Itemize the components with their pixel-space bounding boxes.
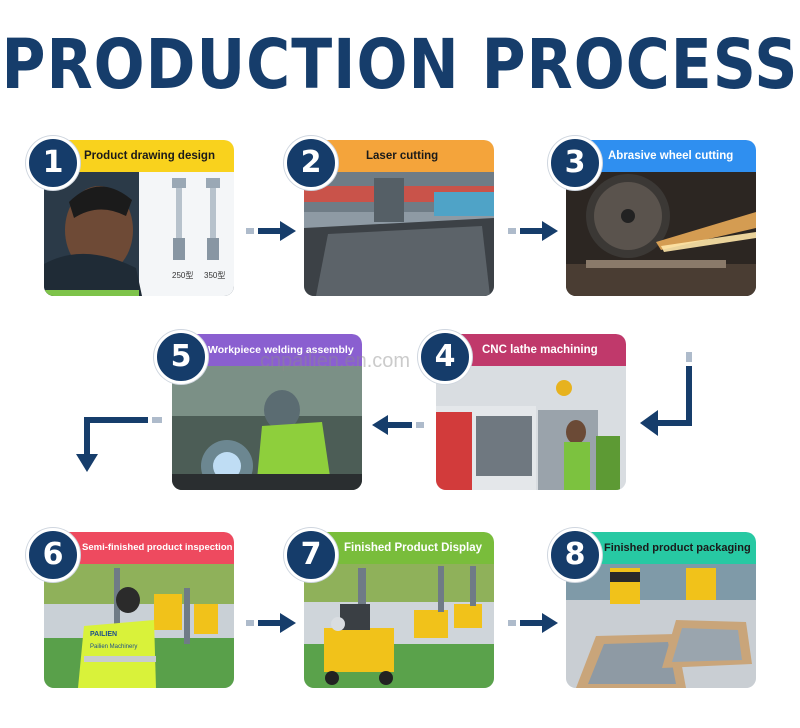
step-photo-welding — [172, 366, 362, 490]
step-label: Semi-finished product inspection — [82, 542, 233, 553]
step-number-badge: 2 — [284, 136, 338, 190]
step-banner: Finished product packaging — [566, 532, 756, 564]
step-photo-design: 250型 350型 — [44, 172, 234, 296]
step-photo-inspection: PAILIEN Pailien Machinery — [44, 564, 234, 688]
step-card-5: Workpiece welding assembly — [172, 334, 362, 490]
step-label: Abrasive wheel cutting — [608, 150, 734, 162]
step-photo-laser — [304, 172, 494, 296]
step-photo-packaging — [566, 564, 756, 688]
arrow-right-icon — [246, 221, 296, 241]
arrow-right-icon — [508, 613, 558, 633]
vest-brand-text: PAILIEN — [90, 631, 117, 638]
vest-company-text: Pailien Machinery — [90, 644, 137, 650]
step-label: Laser cutting — [366, 150, 439, 162]
arrow-left-down-icon — [76, 417, 162, 472]
step-card-1: Product drawing design 250型 350型 — [44, 140, 234, 296]
page-title: PRODUCTION PROCESS — [1, 24, 799, 106]
step-number-badge: 8 — [548, 528, 602, 582]
step-label: Finished product packaging — [604, 542, 751, 554]
watermark-text: cnpailien.en.com — [260, 350, 411, 372]
arrow-right-icon — [508, 221, 558, 241]
drawing-label-350: 350型 — [204, 271, 225, 280]
arrow-down-left-icon — [640, 352, 692, 436]
step-label: Workpiece welding assembly — [208, 344, 354, 356]
step-label: CNC lathe machining — [482, 344, 598, 356]
step-card-6: Semi-finished product inspection PAILIEN… — [44, 532, 234, 688]
arrow-left-icon — [372, 415, 424, 435]
step-number-badge: 3 — [548, 136, 602, 190]
step-label: Finished Product Display — [344, 542, 483, 554]
step-card-3: Abrasive wheel cutting — [566, 140, 756, 296]
step-number-badge: 7 — [284, 528, 338, 582]
step-photo-cnc — [436, 366, 626, 490]
step-number-badge: 4 — [418, 330, 472, 384]
step-label: Product drawing design — [84, 150, 215, 162]
step-number-badge: 6 — [26, 528, 80, 582]
step-photo-abrasive — [566, 172, 756, 296]
arrow-right-icon — [246, 613, 296, 633]
step-card-7: Finished Product Display — [304, 532, 494, 688]
step-card-8: Finished product packaging — [566, 532, 756, 688]
drawing-label-250: 250型 — [172, 271, 193, 280]
step-number-badge: 5 — [154, 330, 208, 384]
step-photo-display — [304, 564, 494, 688]
step-banner: Abrasive wheel cutting — [566, 140, 756, 172]
step-number-badge: 1 — [26, 136, 80, 190]
